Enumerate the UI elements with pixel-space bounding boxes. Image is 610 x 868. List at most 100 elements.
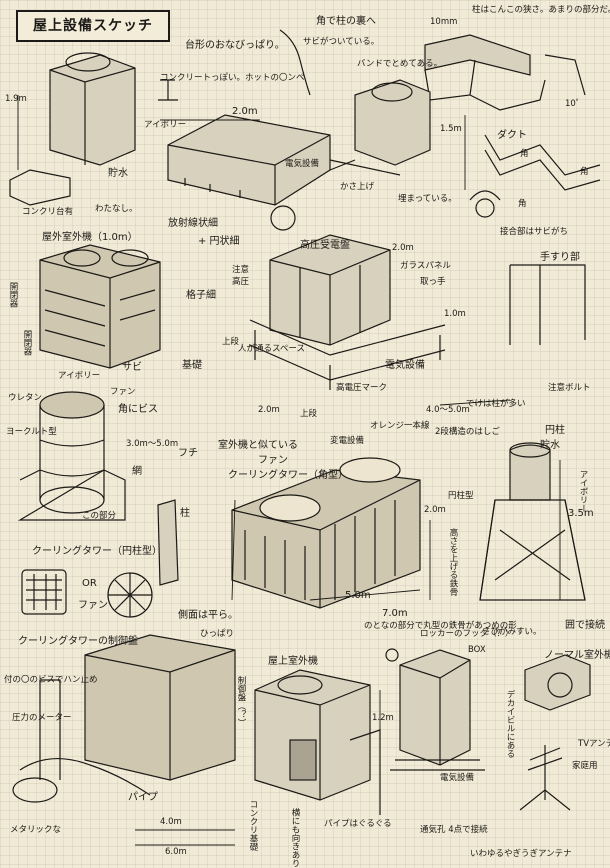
- label-fan-2: ファン: [258, 455, 288, 466]
- label-yogurt: ヨークルト型: [6, 427, 57, 437]
- label-concrete: コンクリートっぽい。ホットの〇ンペ: [160, 73, 305, 83]
- label-electric-3: 電気設備: [440, 773, 475, 783]
- label-ladder: 2段構造のはしご: [435, 427, 500, 437]
- label-1-5m: 1.5m: [440, 124, 462, 134]
- label-lattice: 格子細: [186, 290, 216, 301]
- label-upper-2: 上段: [300, 409, 318, 419]
- label-water-storage-2: 貯水: [540, 440, 560, 451]
- label-caution: 注意: [232, 265, 250, 275]
- label-tower-panel: クーリングタワーの制御盤: [18, 636, 138, 647]
- label-1m: 1.0m: [444, 309, 466, 319]
- label-4-5m: 4.0〜5.0m: [426, 405, 470, 415]
- label-many-pillars: でけは柱が多い: [466, 399, 526, 409]
- label-pull: ひっぱり: [200, 629, 235, 639]
- label-metallic: メタリックな: [10, 825, 62, 835]
- label-ivory-1: アイボリー: [144, 120, 187, 130]
- label-box: BOX: [468, 645, 486, 655]
- label-corner-3: 角: [518, 199, 527, 209]
- label-3-5m-tower: 3.5m: [568, 508, 594, 519]
- label-2m-mid: 2.0m: [258, 405, 280, 415]
- water-tank-sketch: [9, 52, 178, 206]
- label-pipe: パイプ: [128, 792, 158, 803]
- label-rim: フチ: [178, 448, 198, 459]
- label-this-part: この部分: [82, 511, 117, 521]
- label-joint-rust: 接合部はサビがち: [500, 227, 569, 237]
- control-panel-sketch: [12, 634, 236, 803]
- label-hv-panel: 高圧受電盤: [300, 240, 350, 251]
- square-cooling-tower-sketch: [231, 457, 421, 609]
- label-round-tower: クーリングタワー（円柱型）: [32, 546, 162, 557]
- label-banded: バンドでとめてある。: [357, 59, 443, 69]
- dimension-arrows: [17, 95, 561, 846]
- label-concrete-foundation: コンクリ基礎: [248, 800, 258, 851]
- label-substation: 変電設備: [330, 436, 365, 446]
- label-pressure-meter: 圧力のメーター: [12, 713, 72, 723]
- label-rust-2: サビ: [122, 362, 142, 373]
- label-upper: 上段: [222, 337, 240, 347]
- label-switch-2: 開閉器: [22, 330, 32, 356]
- label-hook: ロッカーのフック（？）: [420, 629, 514, 639]
- label-walkway: 人が通るスペース: [238, 344, 305, 354]
- label-household: 家庭用: [572, 761, 598, 771]
- label-steel-frame: 高さを上げる鉄骨: [448, 528, 458, 596]
- label-pipe-loop: パイプはぐるぐる: [324, 819, 392, 829]
- label-square-tower: クーリングタワー（角型）: [228, 470, 348, 481]
- rooftop-unit-sketch: [254, 669, 381, 815]
- label-narrow-part: 柱はこんこの狭さ。あまりの部分だ。: [472, 5, 610, 15]
- page-title: 屋上設備スケッチ: [16, 10, 170, 42]
- label-1-9m: 1.9m: [5, 94, 27, 104]
- label-rusty: さびがみすい。: [482, 627, 542, 637]
- label-4m: 4.0m: [160, 817, 182, 827]
- label-big-building: デカイビルにある: [505, 690, 515, 758]
- label-electric-1: 電気設備: [285, 159, 320, 169]
- hv-cabinet-sketch: [249, 234, 586, 390]
- label-raised: かさ上げ: [340, 182, 375, 192]
- label-duct: ダクト: [497, 130, 527, 141]
- label-normal-ac: ノーマル室外機: [544, 650, 610, 661]
- label-side-direction: 横にも向きあり: [290, 808, 300, 868]
- label-corner-pillar: 角で柱の裏へ: [316, 16, 376, 27]
- label-pillar: 柱: [180, 508, 190, 519]
- label-water-storage: 貯水: [108, 168, 128, 179]
- label-yagi-antenna: いわゆるやぎうぎアンテナ: [470, 849, 572, 859]
- label-2m-right: 2.0m: [424, 505, 446, 515]
- label-mesh: 網: [132, 466, 142, 477]
- label-urethane: ウレタン: [8, 393, 43, 403]
- label-flat-side: 側面は平ら。: [178, 610, 238, 621]
- label-rooftop-ac: 屋上室外機: [268, 656, 318, 667]
- label-similar-ac: 室外機と似ている: [218, 440, 298, 451]
- pump-sketch: [279, 29, 431, 176]
- electrical-box-sketch: [385, 648, 485, 771]
- label-cylinder: 円柱: [545, 425, 565, 436]
- label-radial: 放射線状細: [168, 218, 218, 229]
- label-10deg: 10゜: [565, 99, 585, 109]
- label-control-panel: 制御盤（？）: [236, 676, 246, 727]
- label-high-voltage: 高圧: [232, 277, 250, 287]
- label-5m: 5.0m: [345, 590, 371, 601]
- label-ivory-3: アイボリー: [578, 470, 588, 513]
- label-concrete-base: コンクリ台有: [22, 207, 74, 217]
- label-vent: 通気孔 4点で接続: [420, 825, 488, 835]
- label-cylindrical: 円柱型: [448, 491, 474, 501]
- label-10mm: 10mm: [430, 17, 458, 27]
- label-ivory-2: アイボリー: [58, 371, 101, 381]
- label-3-5m: 3.0m〜5.0m: [126, 439, 179, 449]
- label-handrail: 手すり部: [540, 252, 580, 263]
- ac-antenna-sketch: [519, 654, 591, 811]
- label-glass: ガラスパネル: [400, 261, 451, 271]
- label-or: OR: [82, 578, 97, 589]
- label-circular: + 円状細: [198, 236, 240, 247]
- label-round-steel: のとなの部分で丸型の鉄骨があつめの形: [364, 621, 517, 631]
- label-1-2m: 1.2m: [372, 713, 394, 723]
- label-electric-2: 電気設備: [385, 360, 425, 371]
- label-handle: 取っ手: [420, 277, 446, 287]
- label-hv-mark: 高電圧マーク: [336, 383, 388, 393]
- label-tv-antenna: TVアンテナ: [578, 739, 610, 749]
- duct-sketch: [424, 34, 601, 218]
- label-6m: 6.0m: [165, 847, 187, 857]
- label-buried: 埋まっている。: [398, 194, 457, 204]
- water-tower-sketch: [479, 442, 586, 601]
- label-orange-line: オレンジ一本線: [370, 421, 430, 431]
